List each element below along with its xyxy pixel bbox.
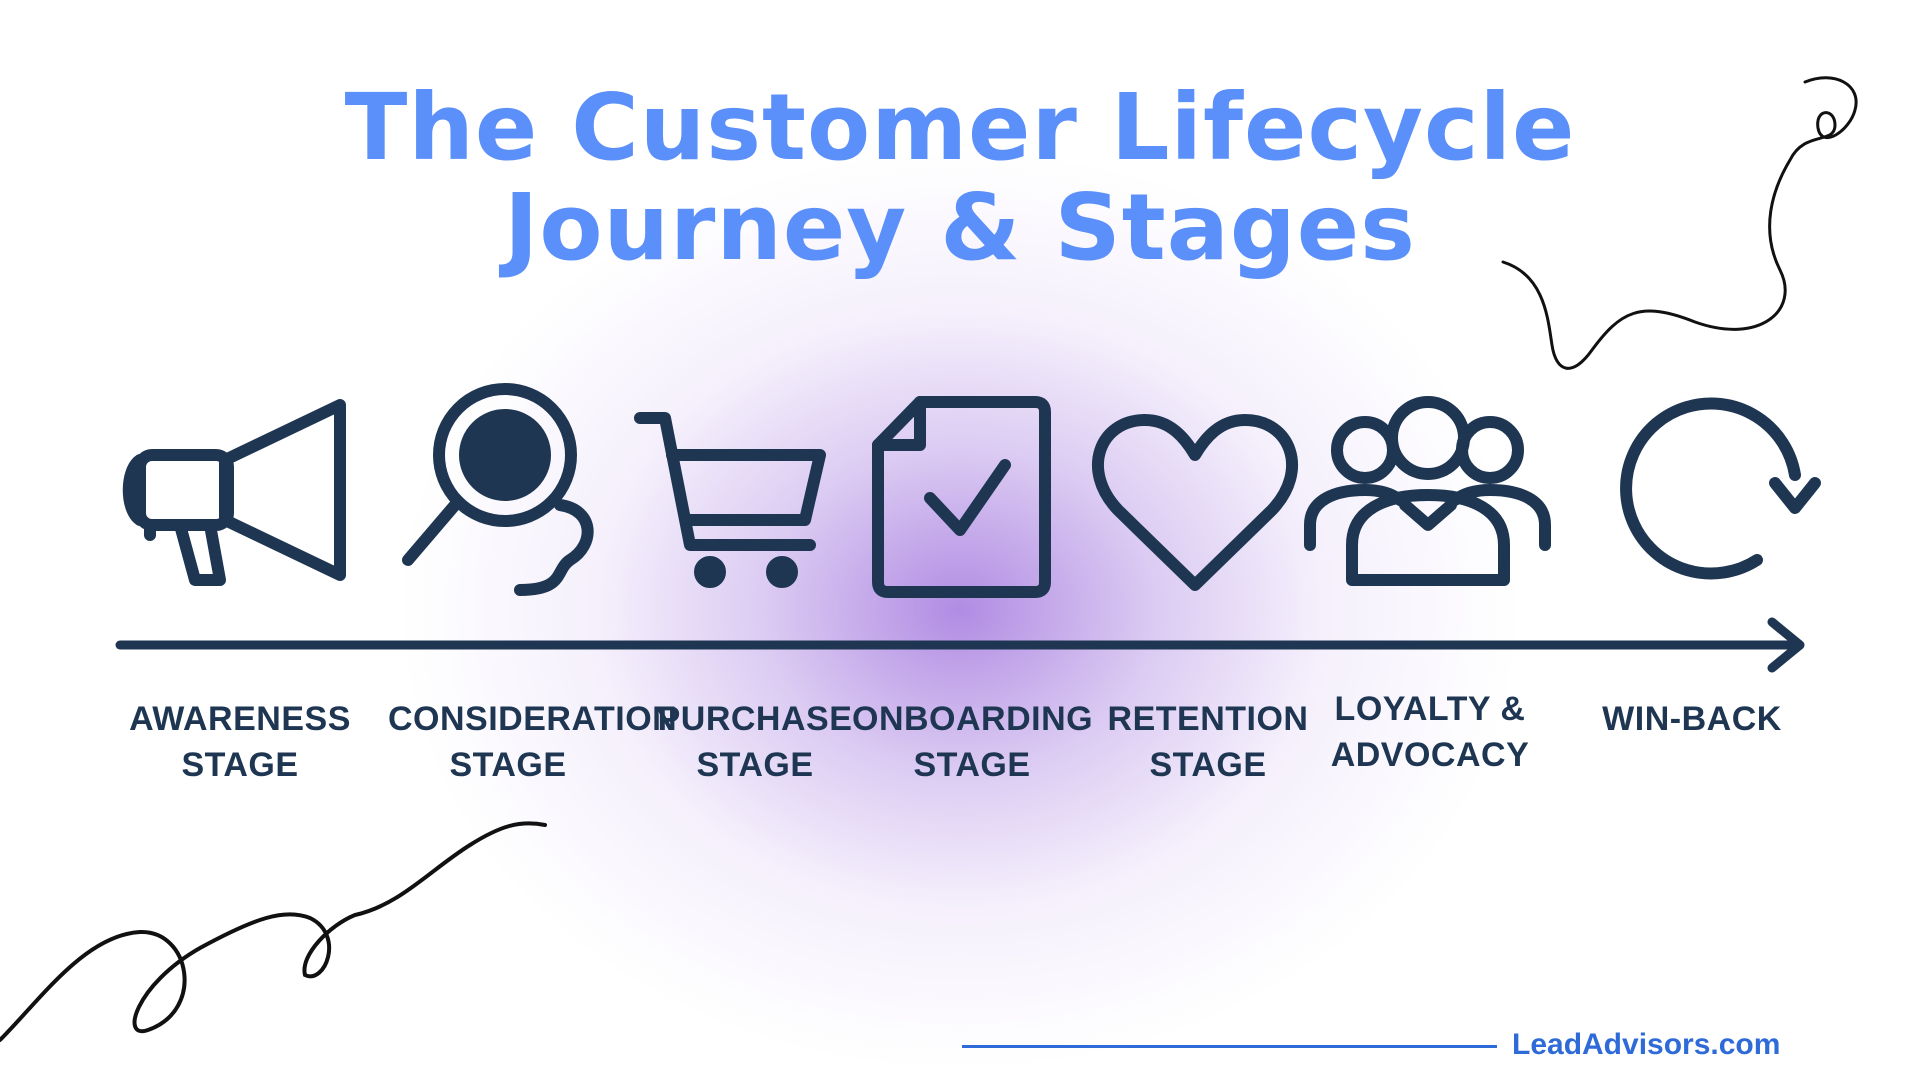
squiggle-top-right (1501, 76, 1858, 370)
checked-document-icon (872, 396, 1051, 598)
heart-icon (1092, 414, 1298, 591)
footer-divider (962, 1045, 1497, 1048)
brand-link[interactable]: LeadAdvisors.com (1512, 1028, 1781, 1061)
refresh-arrow-icon (1620, 397, 1821, 580)
shopping-cart-icon (634, 412, 826, 588)
stage-label-loyalty: LOYALTY & ADVOCACY (1330, 690, 1530, 774)
stage-label-win-back: WIN-BACK (1602, 700, 1782, 738)
stage-label-onboarding: ONBOARDING STAGE (852, 700, 1094, 784)
title-line-2: Journey & Stages (504, 174, 1416, 281)
stage-label-consideration: CONSIDERATION STAGE (388, 700, 678, 784)
stage-label-retention: RETENTION STAGE (1107, 700, 1309, 784)
page-title: The Customer Lifecycle Journey & Stages (0, 78, 1920, 278)
magnifier-icon (402, 383, 594, 596)
squiggle-bottom-left (0, 821, 547, 1042)
timeline-arrow (115, 617, 1805, 673)
megaphone-icon (122, 399, 346, 586)
stage-label-awareness: AWARENESS STAGE (129, 700, 351, 784)
title-line-1: The Customer Lifecycle (344, 74, 1576, 181)
user-group-icon (1304, 396, 1551, 586)
stage-label-purchase: PURCHASE STAGE (657, 700, 853, 784)
